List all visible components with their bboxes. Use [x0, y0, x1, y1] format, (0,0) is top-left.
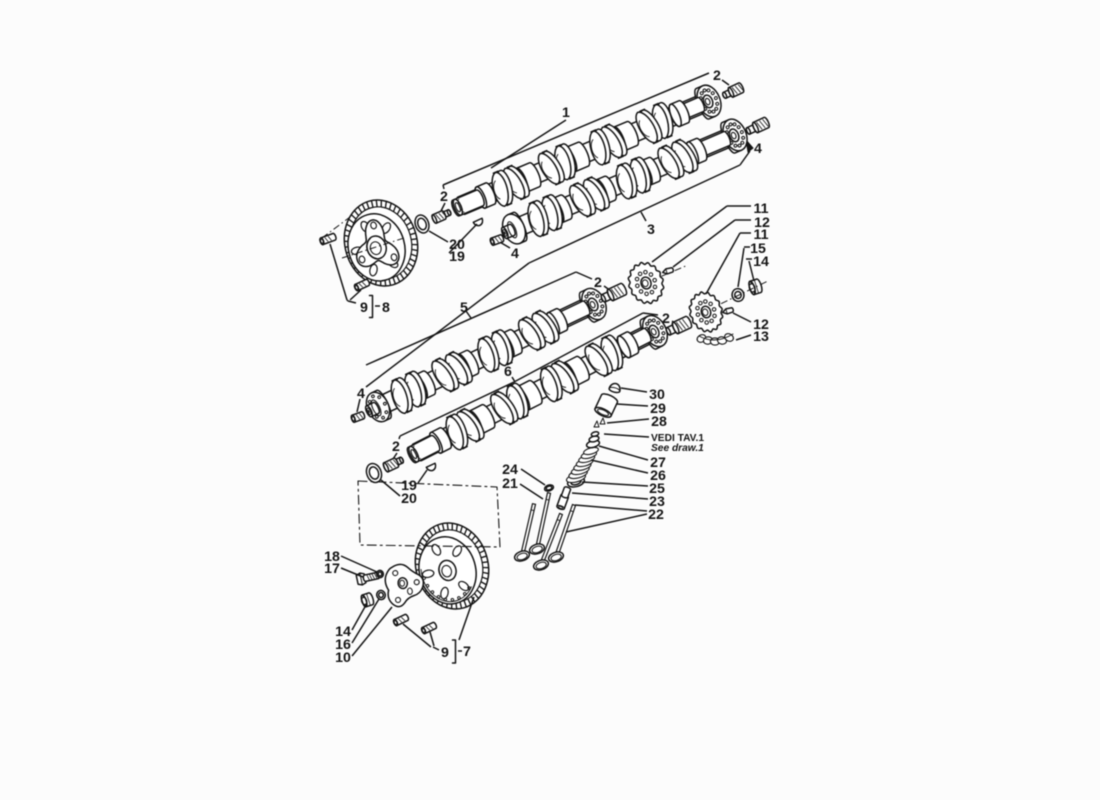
svg-text:7: 7: [463, 644, 471, 660]
svg-text:3: 3: [647, 222, 655, 238]
svg-text:19: 19: [401, 478, 417, 494]
svg-text:27: 27: [650, 455, 666, 471]
svg-text:8: 8: [382, 300, 390, 316]
svg-text:13: 13: [753, 329, 769, 345]
svg-text:2: 2: [713, 68, 721, 84]
svg-text:4: 4: [357, 386, 365, 402]
svg-text:29: 29: [650, 401, 666, 417]
svg-text:2: 2: [392, 439, 400, 455]
svg-text:14: 14: [335, 624, 351, 640]
svg-text:9: 9: [441, 645, 449, 661]
svg-text:20: 20: [449, 237, 465, 253]
svg-text:2: 2: [440, 189, 448, 205]
svg-text:22: 22: [648, 507, 664, 523]
svg-text:2: 2: [662, 311, 670, 327]
svg-text:15: 15: [750, 241, 766, 257]
svg-text:6: 6: [504, 364, 512, 380]
svg-text:18: 18: [324, 549, 340, 565]
svg-text:10: 10: [335, 650, 351, 666]
svg-text:VEDI TAV.1: VEDI TAV.1: [651, 433, 704, 444]
svg-text:11: 11: [754, 227, 769, 243]
svg-text:16: 16: [335, 637, 351, 653]
svg-text:11: 11: [754, 201, 769, 217]
svg-text:30: 30: [649, 387, 665, 403]
svg-text:9: 9: [360, 300, 368, 316]
svg-text:12: 12: [753, 317, 769, 333]
svg-text:4: 4: [754, 141, 762, 157]
svg-text:12: 12: [754, 215, 770, 231]
svg-text:19: 19: [449, 249, 465, 265]
svg-text:See draw.1: See draw.1: [651, 443, 704, 454]
svg-text:17: 17: [324, 561, 340, 577]
svg-text:25: 25: [649, 481, 665, 497]
svg-text:21: 21: [502, 476, 518, 492]
svg-text:26: 26: [650, 468, 666, 484]
svg-text:2: 2: [594, 275, 602, 291]
svg-text:24: 24: [502, 462, 518, 478]
svg-text:28: 28: [651, 414, 667, 430]
svg-text:20: 20: [401, 491, 417, 507]
svg-text:4: 4: [511, 246, 519, 262]
svg-text:5: 5: [460, 300, 468, 316]
svg-text:14: 14: [753, 254, 769, 270]
svg-text:23: 23: [649, 494, 665, 510]
svg-text:1: 1: [562, 105, 570, 121]
